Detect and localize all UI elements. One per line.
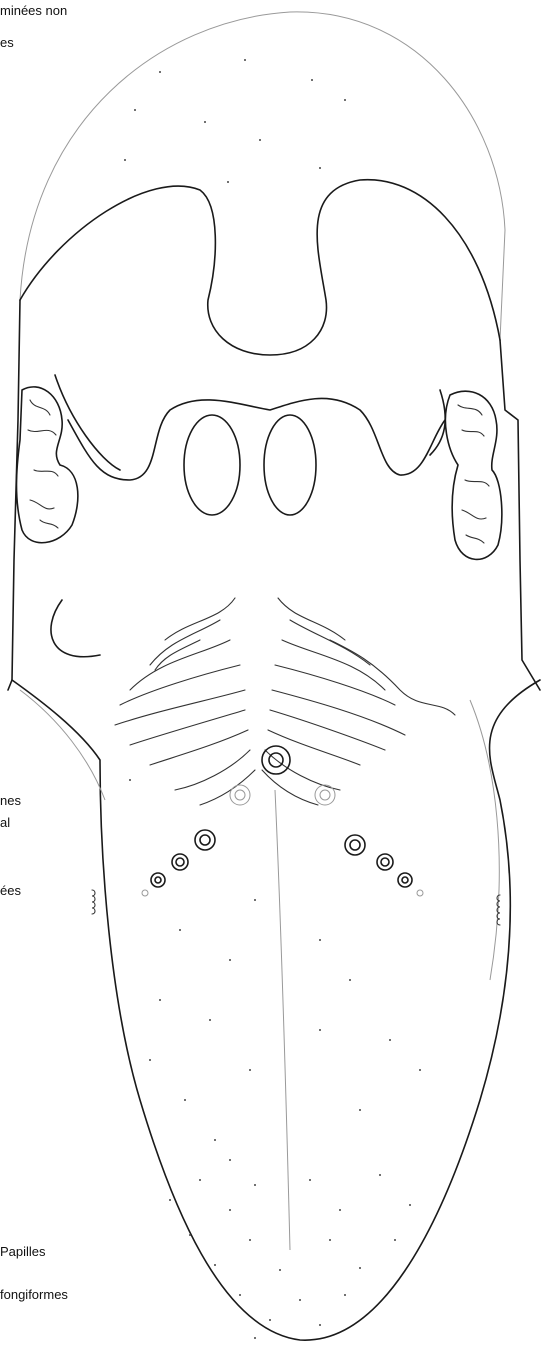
- left-striations: [115, 598, 255, 805]
- median-sulcus: [275, 790, 290, 1250]
- upper-outline: [20, 12, 505, 340]
- left-side-line: [20, 690, 105, 800]
- vallecula-line: [68, 398, 445, 480]
- epiglottis-outline: [20, 180, 500, 355]
- right-striations: [262, 598, 455, 805]
- circumvallate-papillae: [142, 746, 423, 896]
- right-tonsil: [445, 391, 501, 559]
- tongue-outline: [12, 680, 540, 1340]
- right-side-line: [470, 700, 499, 980]
- left-foliate-mark: [92, 890, 95, 914]
- left-arc: [51, 600, 100, 657]
- left-tonsil: [17, 387, 78, 543]
- left-oval: [184, 415, 240, 515]
- papilla-dots: [124, 59, 421, 1339]
- left-fold-line: [55, 375, 120, 470]
- right-oval: [264, 415, 316, 515]
- base-outline: [8, 300, 540, 690]
